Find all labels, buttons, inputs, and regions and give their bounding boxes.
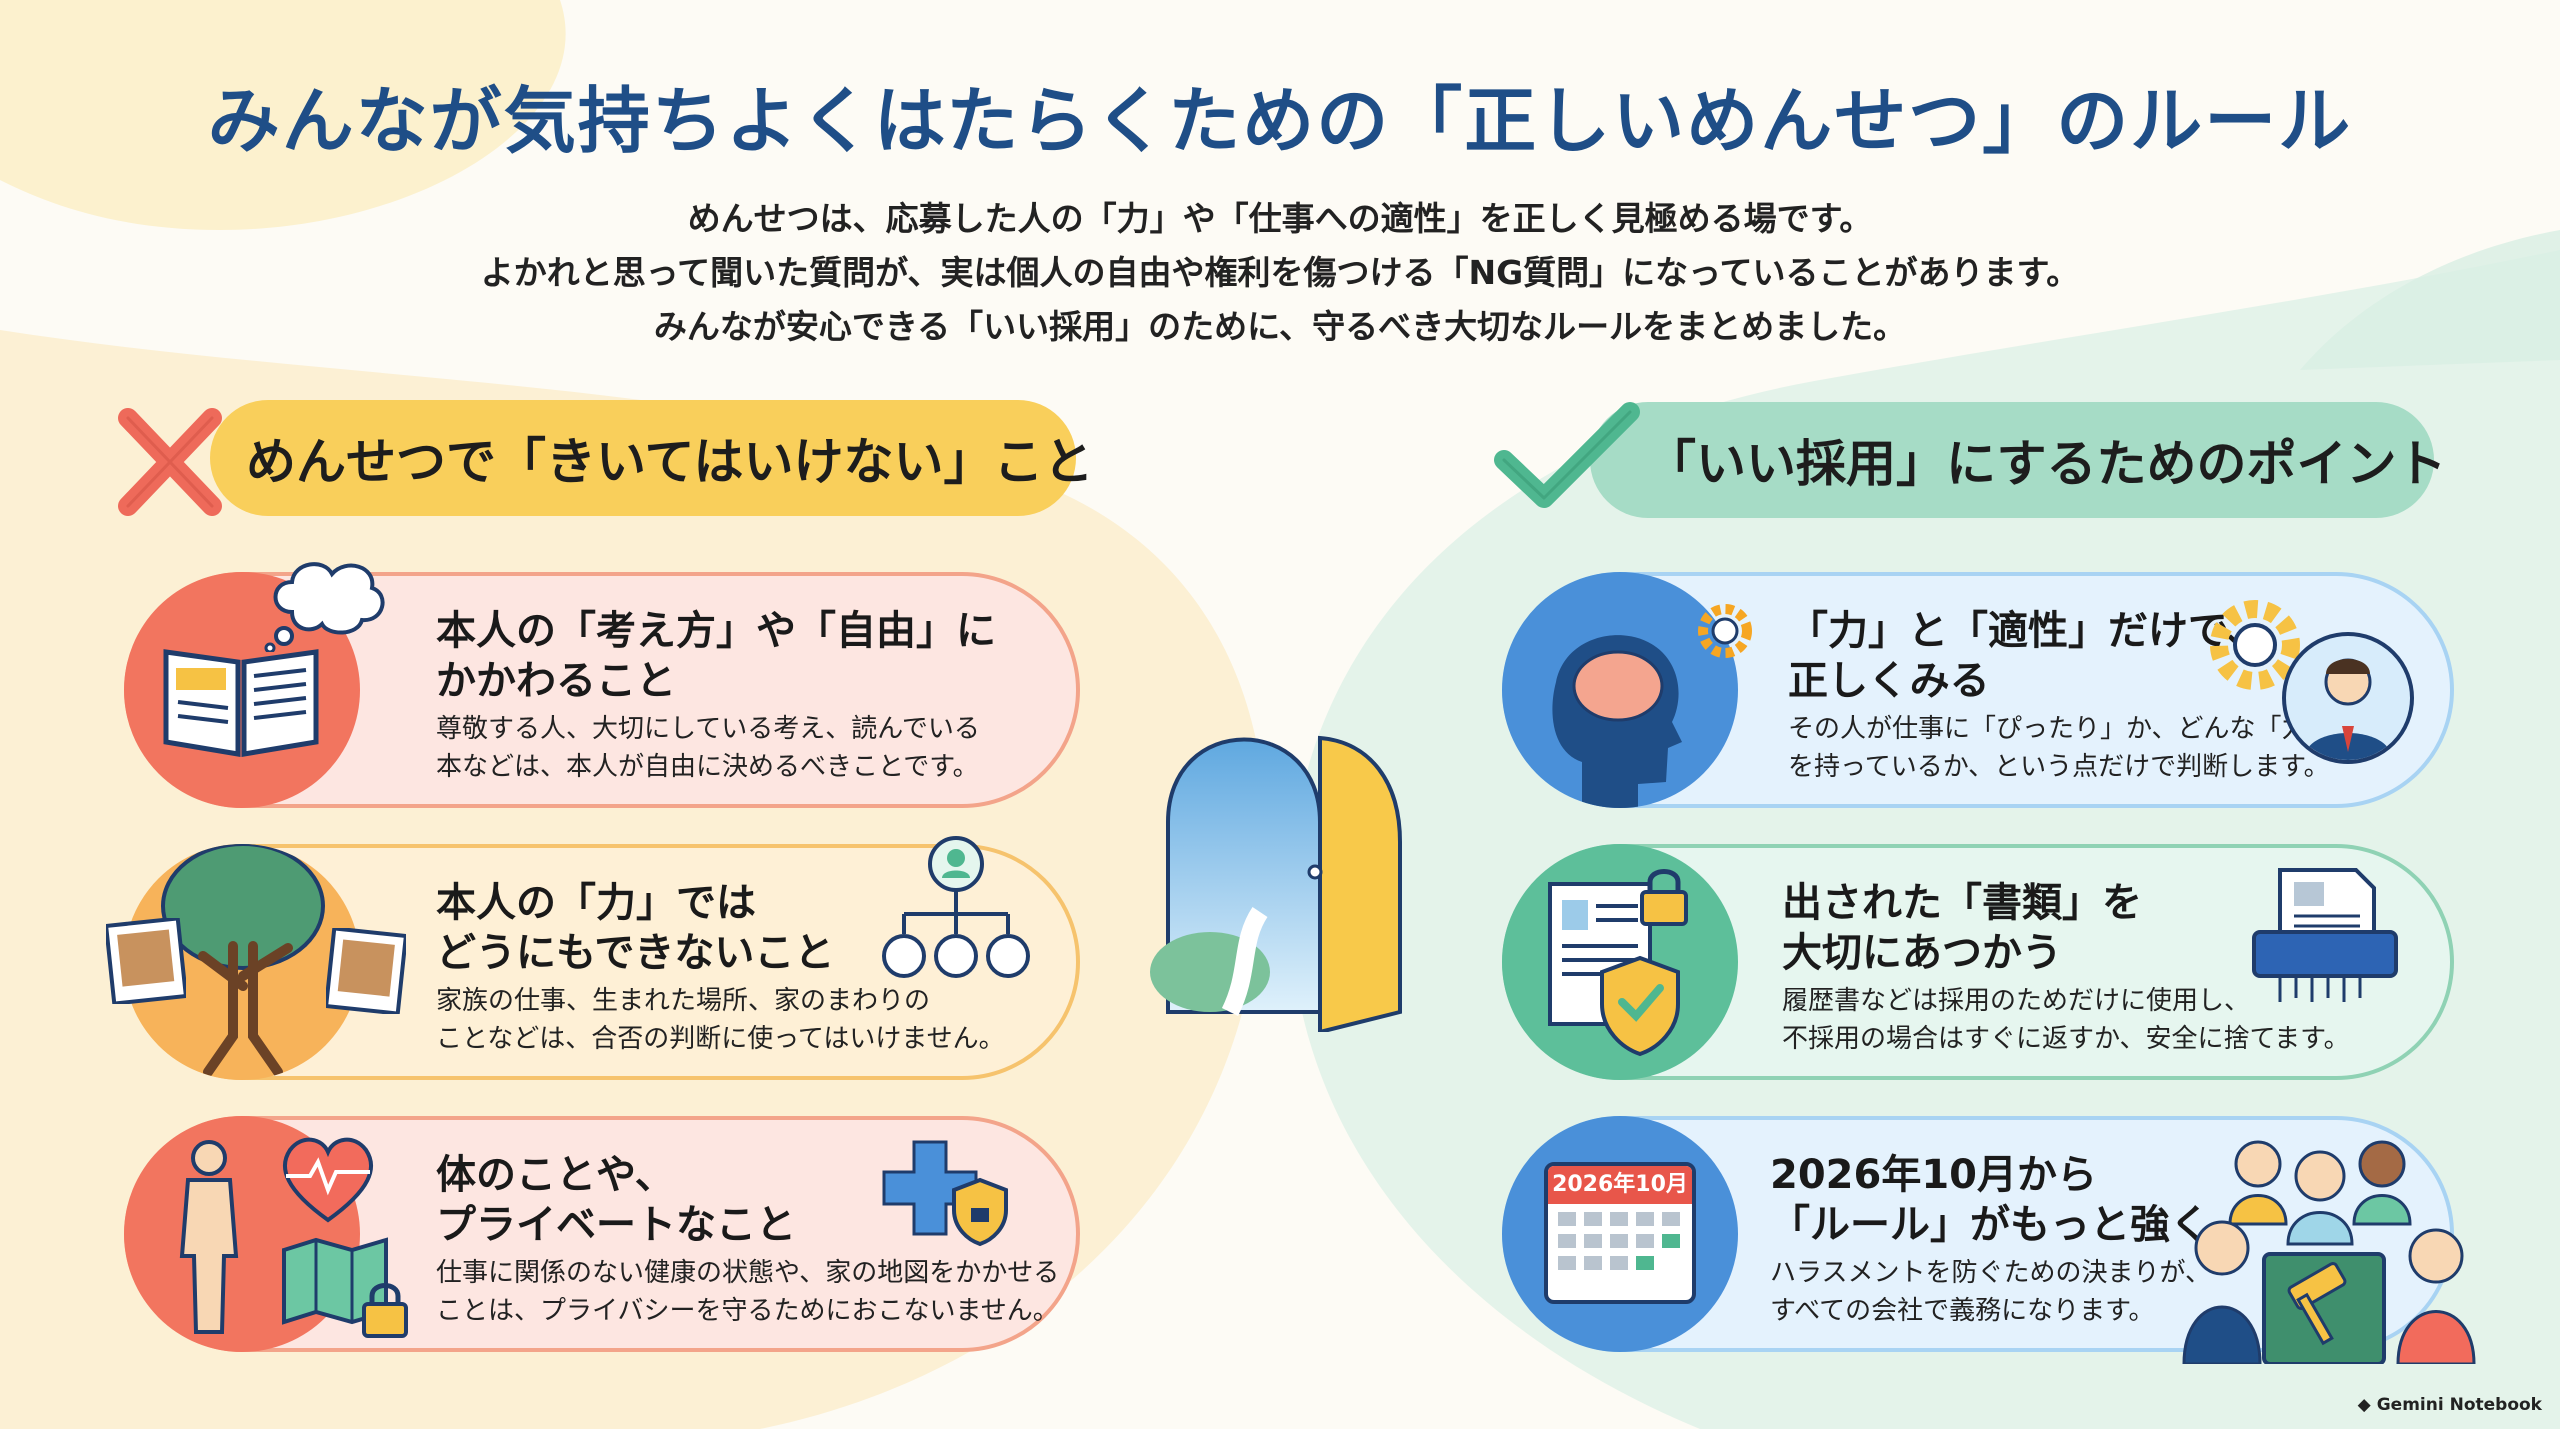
card-description: 仕事に関係のない健康の状態や、家の地図をかかせる — [436, 1258, 1060, 1288]
check-icon — [1494, 402, 1640, 508]
card-title: 正しくみる — [1788, 658, 1990, 704]
intro-text: めんせつは、応募した人の「力」や「仕事への適性」を正しく見極める場です。 よかれ… — [0, 192, 2560, 354]
document-icon — [1548, 882, 1680, 1057]
ng-heading-label: めんせつで「きいてはいけない」こと — [246, 433, 1094, 491]
card-title: 本人の「考え方」や「自由」に — [436, 608, 996, 654]
card-title: 本人の「力」では — [436, 880, 756, 926]
card-title: 2026年10月から — [1770, 1152, 2097, 1198]
intro-line: みんなが安心できる「いい採用」のために、守るべき大切なルールをまとめました。 — [653, 307, 1907, 346]
door-icon — [1150, 735, 1402, 1032]
calendar-icon: 2026年10月 — [1544, 1162, 1696, 1304]
card-title: かかわること — [436, 658, 676, 704]
card-description: 履歴書などは採用のためだけに使用し、 — [1782, 986, 2251, 1016]
card-title: どうにもできないこと — [436, 930, 835, 976]
gear-icon — [1698, 604, 1752, 658]
ok-icon-circle — [1502, 572, 1738, 808]
card-description: ハラスメントを防ぐための決まりが、 — [1770, 1258, 2211, 1288]
card-description: 家族の仕事、生まれた場所、家のまわりの — [436, 986, 931, 1016]
card-description: 尊敬する人、大切にしている考え、読んでいる — [436, 714, 980, 744]
footer-brand: ◆ Gemini Notebook — [2358, 1395, 2542, 1415]
card-description: すべての会社で義務になります。 — [1770, 1296, 2155, 1326]
gavel-icon — [2287, 1262, 2347, 1346]
person-icon — [2282, 632, 2414, 764]
card-description: 本などは、本人が自由に決めるべきことです。 — [436, 752, 979, 782]
map-icon — [282, 1237, 388, 1325]
card-title: 体のことや、 — [436, 1152, 675, 1198]
page-title: みんなが気持ちよくはたらくための「正しいめんせつ」のルール — [207, 79, 2353, 163]
heart-icon — [282, 1137, 374, 1223]
intro-line: めんせつは、応募した人の「力」や「仕事への適性」を正しく見極める場です。 — [687, 199, 1873, 238]
body-icon — [179, 1140, 239, 1334]
thought-bubble-icon — [264, 562, 385, 652]
card-title: 出された「書類」を — [1782, 880, 2142, 926]
org-chart-icon — [882, 836, 1030, 978]
card-description: ことなどは、合否の判断に使ってはいけません。 — [436, 1024, 1005, 1054]
brain-icon — [1552, 635, 1682, 808]
card-description: を持っているか、という点だけで判断します。 — [1788, 752, 2330, 782]
card-description: 不採用の場合はすぐに返すか、安全に捨てます。 — [1782, 1024, 2350, 1054]
cross-icon — [118, 408, 222, 516]
card-title: 「力」と「適性」だけで、 — [1788, 608, 2267, 654]
shredder-icon — [2252, 868, 2398, 1002]
family-photo-icon — [326, 928, 406, 1014]
calendar-label: 2026年10月 — [1548, 1166, 1692, 1204]
intro-line: よかれと思って聞いた質問が、実は個人の自由や権利を傷つける「NG質問」になってい… — [480, 253, 2080, 292]
card-title: 大切にあつかう — [1782, 930, 2062, 976]
family-photo-icon — [106, 918, 186, 1004]
brand-logo-icon: ◆ — [2357, 1395, 2371, 1415]
card-description: その人が仕事に「ぴったり」か、どんな「力」 — [1788, 714, 2334, 744]
ng-icon-circle — [124, 844, 360, 1080]
medical-cross-icon — [882, 1140, 1008, 1247]
book-icon — [163, 649, 319, 757]
footer-label: Gemini Notebook — [2376, 1395, 2542, 1415]
card-title: 「ルール」がもっと強く — [1770, 1202, 2210, 1248]
gear-icon — [2210, 600, 2300, 690]
card-description: ことは、プライバシーを守るためにおこないません。 — [436, 1296, 1059, 1326]
ok-heading-label: 「いい採用」にするためのポイント — [1646, 435, 2447, 493]
lock-icon — [1640, 869, 1688, 926]
lock-icon — [362, 1283, 408, 1338]
ok-icon-circle — [1502, 844, 1738, 1080]
people-group-icon — [2182, 1140, 2476, 1364]
ng-section-heading: めんせつで「きいてはいけない」こと — [210, 400, 1094, 516]
ok-section-heading: 「いい採用」にするためのポイント — [1590, 402, 2447, 518]
tree-icon — [161, 844, 325, 1076]
card-title: プライベートなこと — [436, 1202, 796, 1248]
ok-icon-circle: 2026年10月 — [1502, 1116, 1738, 1352]
